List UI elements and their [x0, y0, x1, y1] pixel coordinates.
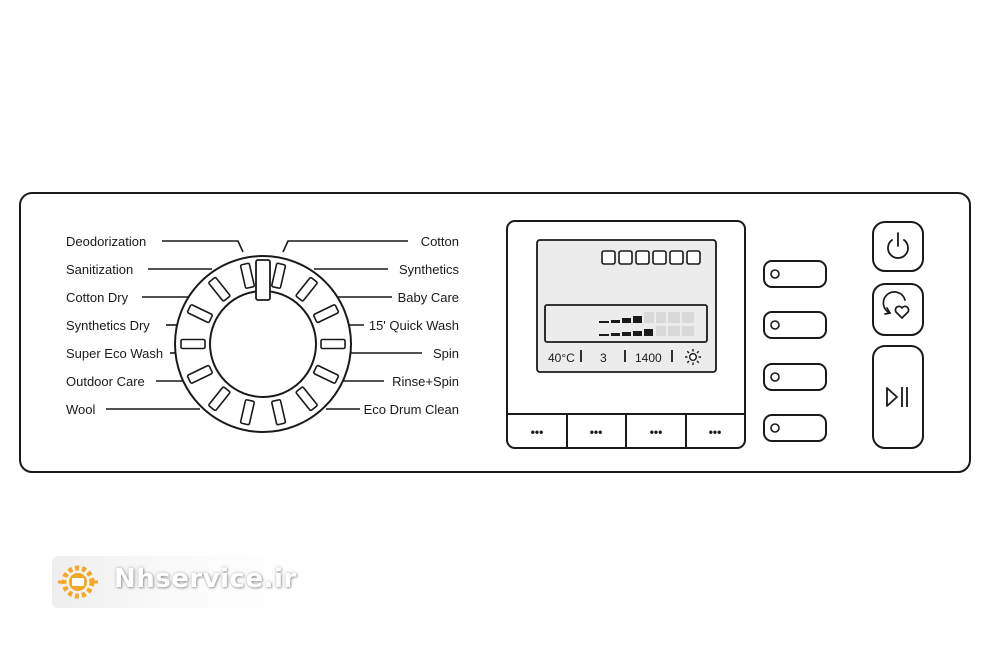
dial-tick-slot — [320, 338, 346, 350]
dial-tick-slot — [295, 386, 318, 412]
watermark-text: Nhservice.ir — [114, 564, 297, 594]
power-button[interactable] — [872, 221, 924, 272]
dial-tick-slot — [186, 304, 213, 324]
leader-line — [282, 240, 408, 253]
option-button-dots: ••• — [590, 425, 603, 439]
time-digit-segments — [601, 250, 701, 265]
dial-tick-slot — [295, 276, 318, 302]
option-button-dots: ••• — [709, 425, 722, 439]
level-segment — [611, 333, 620, 336]
start-pause-button[interactable] — [872, 345, 924, 449]
option-button-4[interactable]: ••• — [687, 415, 744, 447]
program-label-eco-drum-clean: Eco Drum Clean — [364, 402, 459, 417]
digit-segment — [669, 250, 684, 265]
program-label-spin: Spin — [433, 346, 459, 361]
program-label-wool: Wool — [66, 402, 95, 417]
display-spin: 1400 — [635, 351, 662, 365]
digit-segment — [618, 250, 633, 265]
dial-pointer — [255, 259, 271, 301]
option-button-dots: ••• — [650, 425, 663, 439]
dial-tick-slot — [239, 399, 255, 426]
digit-segment — [635, 250, 650, 265]
right-program-labels: Cotton Synthetics Baby Care 15' Quick Wa… — [364, 234, 460, 417]
level-segment — [611, 320, 620, 323]
level-segment-inactive — [656, 326, 666, 336]
left-leader-lines — [106, 240, 244, 410]
option-button-1[interactable]: ••• — [508, 415, 566, 447]
dial-tick-slot — [313, 364, 340, 384]
watermark-logo: Nhservice.ir — [52, 556, 300, 608]
level-segment-inactive — [682, 312, 694, 323]
side-button-1[interactable] — [763, 260, 827, 288]
option-button-3[interactable]: ••• — [627, 415, 685, 447]
smart-control-button[interactable] — [872, 283, 924, 336]
digit-segment — [652, 250, 667, 265]
program-label-sanitization: Sanitization — [66, 262, 133, 277]
leader-line — [162, 240, 244, 253]
level-segment — [622, 318, 631, 323]
level-segment — [599, 321, 609, 323]
left-program-labels: Deodorization Sanitization Cotton Dry Sy… — [66, 234, 163, 417]
digit-segment — [686, 250, 701, 265]
play-pause-icon — [886, 387, 908, 407]
gear-wrench-icon — [58, 565, 98, 599]
side-button-2[interactable] — [763, 311, 827, 339]
program-label-rinse-spin: Rinse+Spin — [392, 374, 459, 389]
dial-tick-slot — [313, 304, 340, 324]
side-button-3[interactable] — [763, 363, 827, 391]
dial-tick-slot — [208, 386, 231, 412]
level-indicator-box — [544, 304, 708, 343]
program-label-super-eco-wash: Super Eco Wash — [66, 346, 163, 361]
level-segment-inactive — [682, 326, 694, 336]
side-option-buttons — [763, 260, 827, 442]
side-button-4[interactable] — [763, 414, 827, 442]
smart-control-icon — [882, 291, 910, 319]
program-label-outdoor-care: Outdoor Care — [66, 374, 145, 389]
dial-tick-slot — [208, 276, 231, 302]
dial-tick-marks — [180, 262, 346, 426]
level-bars — [599, 312, 694, 336]
level-segment-inactive — [668, 312, 680, 323]
indicator-light — [770, 269, 780, 279]
dial-tick-slot — [186, 364, 213, 384]
level-segment-inactive — [656, 312, 666, 323]
level-segment — [644, 329, 653, 336]
dial-tick-slot — [271, 262, 287, 289]
option-button-2[interactable]: ••• — [568, 415, 625, 447]
level-segment — [633, 331, 642, 336]
dial-tick-slot — [180, 338, 206, 350]
sun-icon — [685, 349, 701, 365]
dial-tick-slot — [239, 262, 255, 289]
display-module: 40°C 3 1400 ••• ••• — [506, 220, 746, 449]
indicator-light — [770, 372, 780, 382]
option-button-dots: ••• — [531, 425, 544, 439]
program-label-synthetics: Synthetics — [399, 262, 459, 277]
program-label-synthetics-dry: Synthetics Dry — [66, 318, 150, 333]
level-segment — [622, 332, 631, 336]
level-segment-inactive — [644, 312, 654, 323]
dial-tick-slot — [271, 399, 287, 426]
program-label-baby-care: Baby Care — [398, 290, 459, 305]
digit-segment — [601, 250, 616, 265]
dial-inner-circle — [209, 290, 317, 398]
indicator-light — [770, 320, 780, 330]
level-segment-inactive — [668, 326, 680, 336]
level-segment — [599, 334, 609, 336]
power-icon — [887, 232, 909, 259]
program-label-cotton-dry: Cotton Dry — [66, 290, 129, 305]
program-label-deodorization: Deodorization — [66, 234, 146, 249]
program-label-quick-wash: 15' Quick Wash — [369, 318, 459, 333]
level-segment — [633, 316, 642, 323]
display-temperature: 40°C — [548, 351, 575, 365]
program-label-cotton: Cotton — [421, 234, 459, 249]
indicator-light — [770, 423, 780, 433]
right-leader-lines — [282, 240, 422, 410]
panel-outline — [19, 192, 971, 473]
display-rinse: 3 — [600, 351, 607, 365]
program-selector-dial[interactable] — [174, 255, 352, 433]
